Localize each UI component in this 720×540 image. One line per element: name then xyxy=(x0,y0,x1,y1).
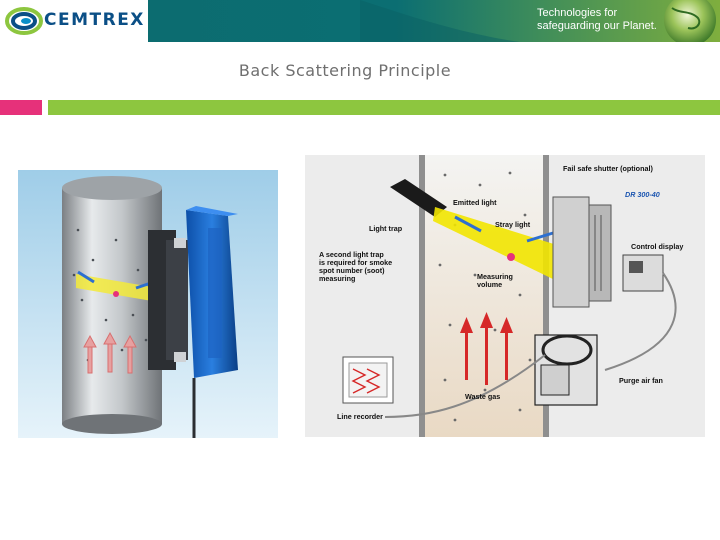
globe-icon xyxy=(664,0,716,42)
label-measuring: Measuring xyxy=(477,272,513,281)
tagline-line2: safeguarding our Planet. xyxy=(537,20,657,32)
accent-bar-pink xyxy=(0,100,42,115)
slide-title: Back Scattering Principle xyxy=(238,61,452,80)
label-line-recorder: Line recorder xyxy=(337,412,383,421)
logo-text: CEMTREX xyxy=(44,10,145,30)
stack-illustration xyxy=(18,170,278,438)
backscatter-schematic: Fail safe shutter (optional) DR 300-40 E… xyxy=(305,155,705,437)
label-emitted-light: Emitted light xyxy=(453,198,497,207)
label-purge-air-fan: Purge air fan xyxy=(619,376,663,385)
label-light-trap: Light trap xyxy=(369,224,403,233)
label-model: DR 300-40 xyxy=(625,190,660,199)
label-fail-safe: Fail safe shutter (optional) xyxy=(563,164,653,173)
label-second-trap-3: spot number (soot) xyxy=(319,266,385,275)
label-second-trap-4: measuring xyxy=(319,274,355,283)
logo-area: CEMTREX xyxy=(0,0,148,42)
label-volume: volume xyxy=(477,280,502,289)
tagline: Technologies for safeguarding our Planet… xyxy=(537,7,667,33)
cemtrex-logo-icon xyxy=(5,7,43,35)
label-stray-light: Stray light xyxy=(495,220,531,229)
stack-instrument-photo xyxy=(18,170,278,438)
label-second-trap-1: A second light trap xyxy=(319,250,384,259)
schematic-illustration: Fail safe shutter (optional) DR 300-40 E… xyxy=(305,155,705,437)
label-second-trap-2: is required for smoke xyxy=(319,258,392,267)
header-banner: CEMTREX Technologies for safeguarding ou… xyxy=(0,0,720,42)
label-waste-gas: Waste gas xyxy=(465,392,500,401)
accent-bar-green xyxy=(48,100,720,115)
label-control-display: Control display xyxy=(631,242,683,251)
tagline-line1: Technologies for xyxy=(537,7,618,19)
